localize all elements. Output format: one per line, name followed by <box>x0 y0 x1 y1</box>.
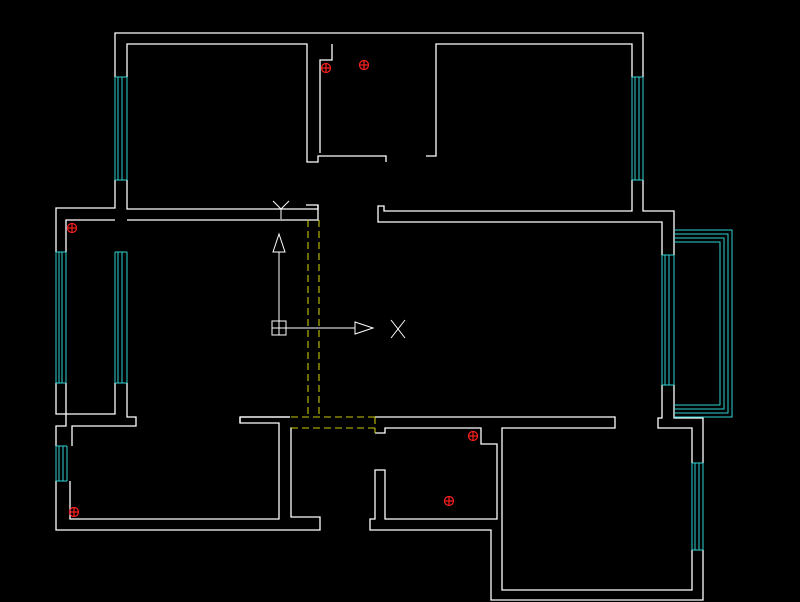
openings <box>291 220 376 433</box>
electrical-socket-icon <box>320 62 332 74</box>
electrical-socket-icon <box>443 495 455 507</box>
windows <box>55 76 733 551</box>
electrical-socket-icon <box>358 59 370 71</box>
socket-symbols <box>66 59 479 518</box>
electrical-socket-icon <box>66 222 78 234</box>
outer-walls <box>55 32 704 601</box>
electrical-socket-icon <box>68 506 80 518</box>
electrical-socket-icon <box>467 430 479 442</box>
ucs-axis-icon <box>271 200 406 339</box>
